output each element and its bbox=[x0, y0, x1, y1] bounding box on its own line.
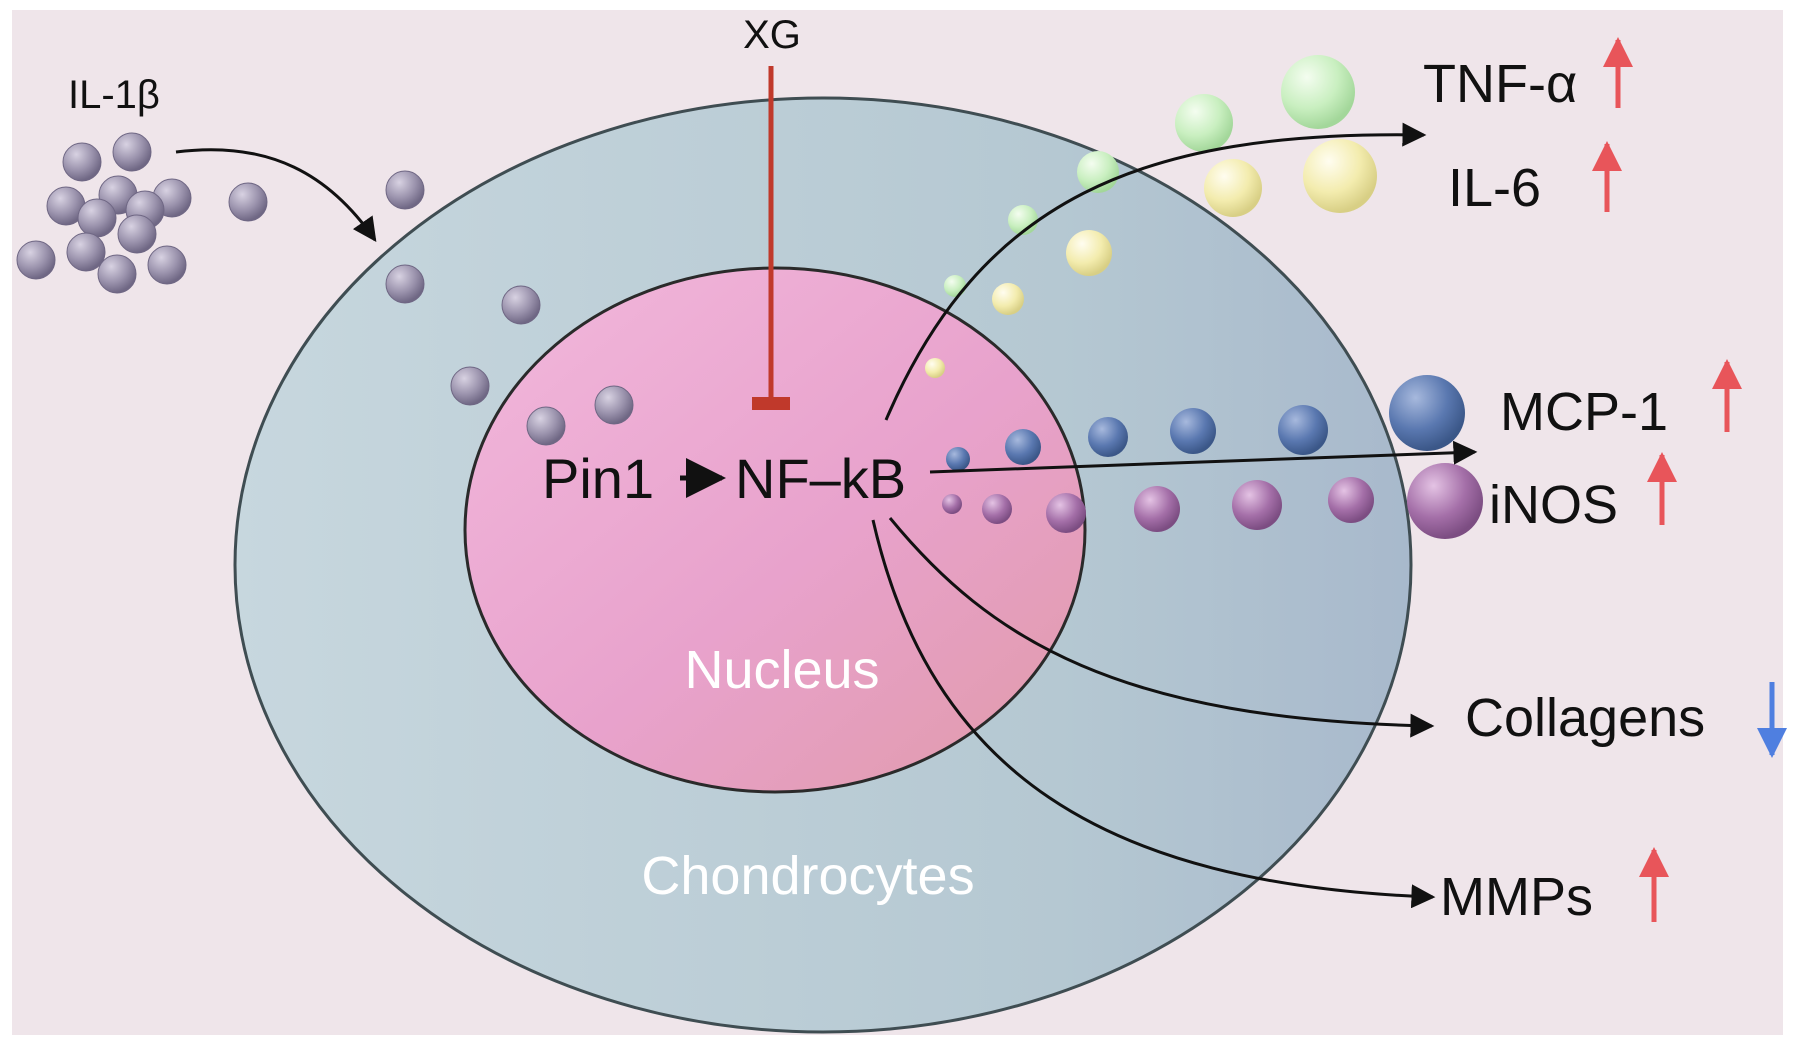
xg-inhibition-bar bbox=[752, 397, 790, 410]
il1b-particle bbox=[97, 254, 137, 294]
nfkb-to-mmps-arrow bbox=[871, 519, 1436, 909]
il1b-intracellular-particles bbox=[385, 170, 634, 446]
il6-particle bbox=[1204, 159, 1262, 217]
il1b-particle bbox=[117, 214, 157, 254]
inos-particles bbox=[942, 463, 1483, 539]
mcp1-particle bbox=[1389, 375, 1465, 451]
il1b-particle bbox=[16, 240, 56, 280]
il1b-particle bbox=[62, 142, 102, 182]
inos-particle bbox=[982, 494, 1012, 524]
nfkb-to-collagens-arrow bbox=[888, 517, 1435, 738]
mcp1-particle bbox=[1005, 429, 1041, 465]
inos-particle bbox=[1046, 493, 1086, 533]
il1b-label: IL-1β bbox=[68, 73, 160, 117]
il1b-particle bbox=[385, 264, 425, 304]
nfkb-to-tnf-arrow bbox=[884, 122, 1427, 421]
il1b-particle bbox=[112, 132, 152, 172]
collagens-label: Collagens bbox=[1465, 688, 1705, 748]
mcp1-particle bbox=[1278, 405, 1328, 455]
tnf-particle bbox=[1281, 55, 1355, 129]
inos-particle bbox=[942, 494, 962, 514]
il1b-particle bbox=[450, 366, 490, 406]
il1b-particle bbox=[385, 170, 425, 210]
inos-particle bbox=[1407, 463, 1483, 539]
inos-particle bbox=[1134, 486, 1180, 532]
mcp1-particle bbox=[1170, 408, 1216, 454]
pin1-label: Pin1 bbox=[542, 447, 654, 510]
il6-particles bbox=[925, 139, 1377, 378]
il1b-entry-arrow bbox=[175, 148, 377, 242]
il1b-particle bbox=[77, 198, 117, 238]
tnf-particles bbox=[944, 55, 1355, 297]
nfkb-label: NF–kB bbox=[735, 447, 906, 510]
tnf-particle bbox=[944, 275, 966, 297]
il1b-particle bbox=[526, 406, 566, 446]
inos-particle bbox=[1328, 477, 1374, 523]
chondrocytes-label: Chondrocytes bbox=[641, 846, 974, 906]
nfkb-to-mcp1-arrow bbox=[929, 440, 1478, 474]
mcp1-label: MCP-1 bbox=[1500, 382, 1668, 442]
nucleus-label: Nucleus bbox=[684, 640, 879, 700]
tnf-particle bbox=[1175, 94, 1233, 152]
mcp1-particle bbox=[946, 447, 970, 471]
tnf-label: TNF-α bbox=[1423, 54, 1577, 114]
il1b-particle bbox=[66, 232, 106, 272]
inos-particle bbox=[1232, 480, 1282, 530]
mcp1-particle bbox=[1088, 417, 1128, 457]
il1b-particle-cluster bbox=[16, 132, 268, 294]
il1b-particle bbox=[228, 182, 268, 222]
il1b-particle bbox=[147, 245, 187, 285]
il6-label: IL-6 bbox=[1448, 158, 1541, 218]
mmps-label: MMPs bbox=[1440, 867, 1593, 927]
xg-label: XG bbox=[743, 13, 801, 57]
nucleus bbox=[463, 266, 1087, 794]
inos-label: iNOS bbox=[1489, 475, 1618, 535]
il1b-particle bbox=[501, 285, 541, 325]
mcp1-particles bbox=[946, 375, 1465, 471]
il6-particle bbox=[1066, 230, 1112, 276]
il6-particle bbox=[992, 283, 1024, 315]
il1b-particle bbox=[594, 385, 634, 425]
il6-particle bbox=[925, 358, 945, 378]
il6-particle bbox=[1303, 139, 1377, 213]
